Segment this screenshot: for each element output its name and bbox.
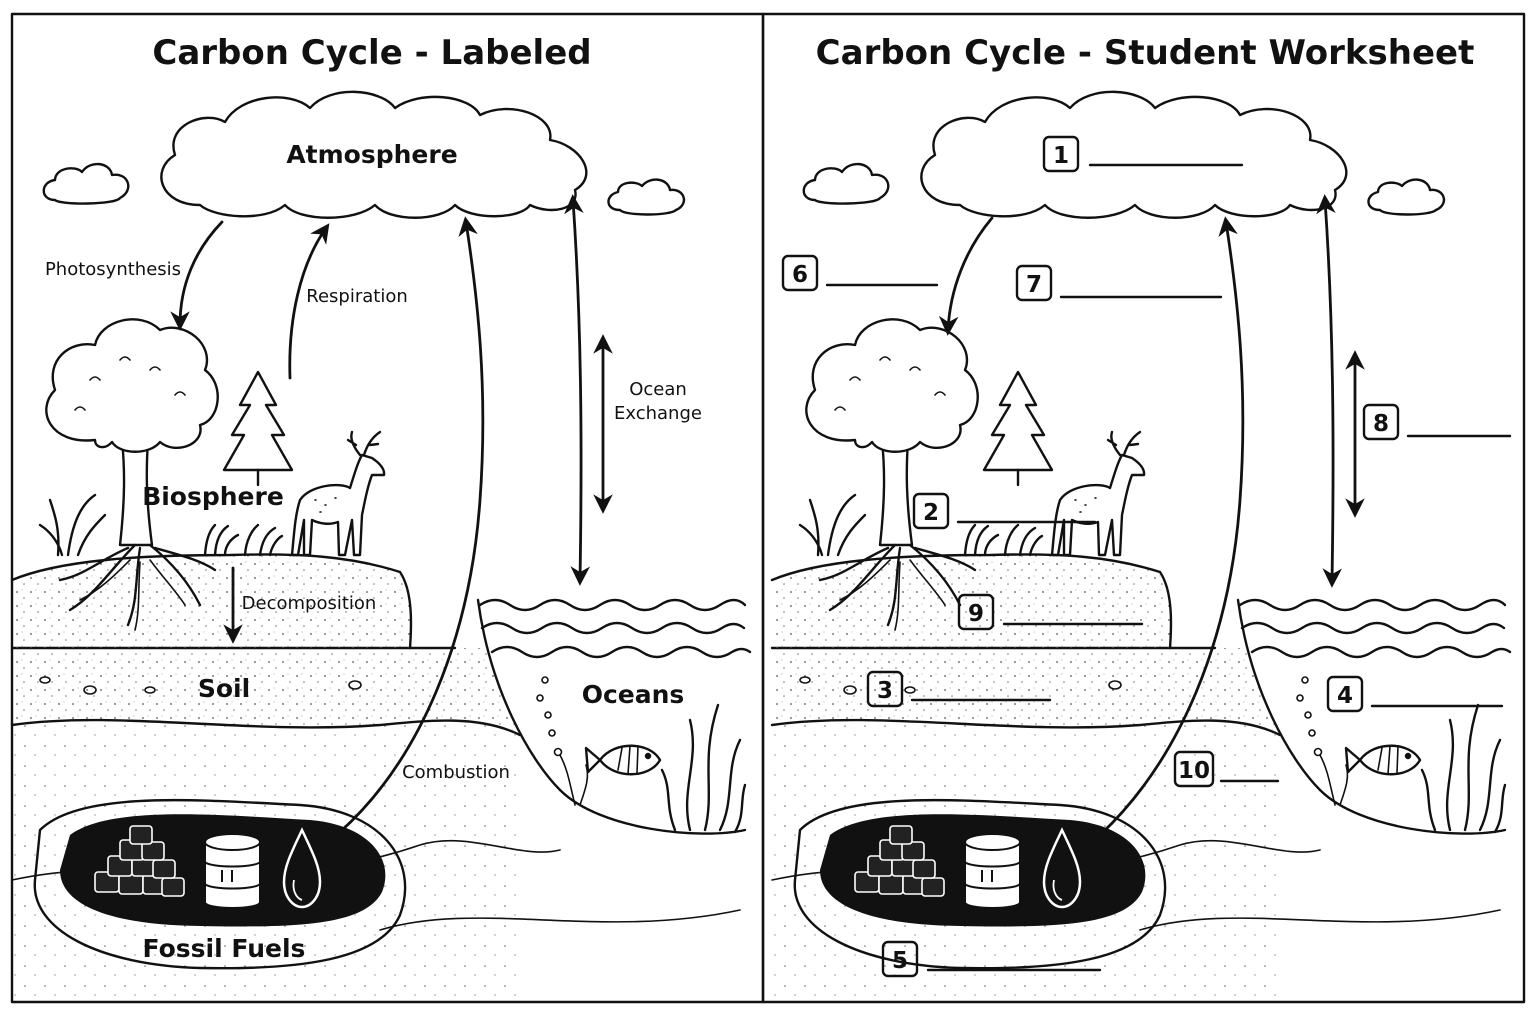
left-panel-title: Carbon Cycle - Labeled: [152, 33, 591, 73]
atmosphere-label: Atmosphere: [286, 140, 457, 169]
worksheet-atmosphere-ocean-arrow: [1316, 194, 1343, 588]
fossil-fuels-label: Fossil Fuels: [143, 934, 306, 963]
blank-4: 4: [1326, 675, 1504, 713]
blank-5: 5: [881, 940, 1102, 978]
combustion-label: Combustion: [402, 762, 510, 783]
blank-3: 3: [866, 670, 1052, 708]
photosynthesis-label: Photosynthesis: [45, 259, 181, 280]
right-panel-title: Carbon Cycle - Student Worksheet: [816, 33, 1475, 73]
svg-text:8: 8: [1373, 411, 1389, 437]
blank-10: 10: [1173, 750, 1280, 788]
biosphere-label: Biosphere: [142, 482, 284, 511]
svg-text:1: 1: [1053, 143, 1069, 169]
svg-text:4: 4: [1337, 683, 1353, 709]
blank-1: 1: [1042, 135, 1244, 173]
photosynthesis-arrow: [170, 220, 224, 331]
oceans-label: Oceans: [582, 680, 685, 709]
left-panel: Carbon Cycle - Labeled Atmosphere Biosph…: [10, 33, 752, 1004]
ocean-exchange-label-line1: Ocean: [629, 379, 687, 400]
atmosphere-ocean-arrow: [564, 194, 591, 586]
blank-8: 8: [1362, 403, 1512, 441]
respiration-arrow: [288, 223, 330, 380]
svg-text:2: 2: [923, 500, 939, 526]
respiration-label: Respiration: [306, 286, 408, 307]
blank-9: 9: [957, 593, 1144, 631]
worksheet-photosynthesis-arrow: [938, 216, 994, 336]
svg-text:10: 10: [1178, 758, 1210, 784]
worksheet-combustion-arrow: [1098, 216, 1245, 837]
ocean-exchange-label-line2: Exchange: [614, 403, 702, 424]
combustion-arrow: [338, 216, 485, 834]
soil-label: Soil: [198, 674, 250, 703]
svg-text:7: 7: [1026, 272, 1042, 298]
decomposition-label: Decomposition: [242, 593, 377, 614]
svg-text:6: 6: [792, 262, 808, 288]
right-panel: Carbon Cycle - Student Worksheet 1 2 3 4…: [770, 33, 1512, 1004]
svg-text:5: 5: [892, 948, 908, 974]
svg-text:3: 3: [877, 678, 893, 704]
svg-text:9: 9: [968, 601, 984, 627]
blank-6: 6: [781, 254, 939, 292]
blank-7: 7: [1015, 264, 1223, 302]
blank-2: 2: [912, 492, 1097, 530]
